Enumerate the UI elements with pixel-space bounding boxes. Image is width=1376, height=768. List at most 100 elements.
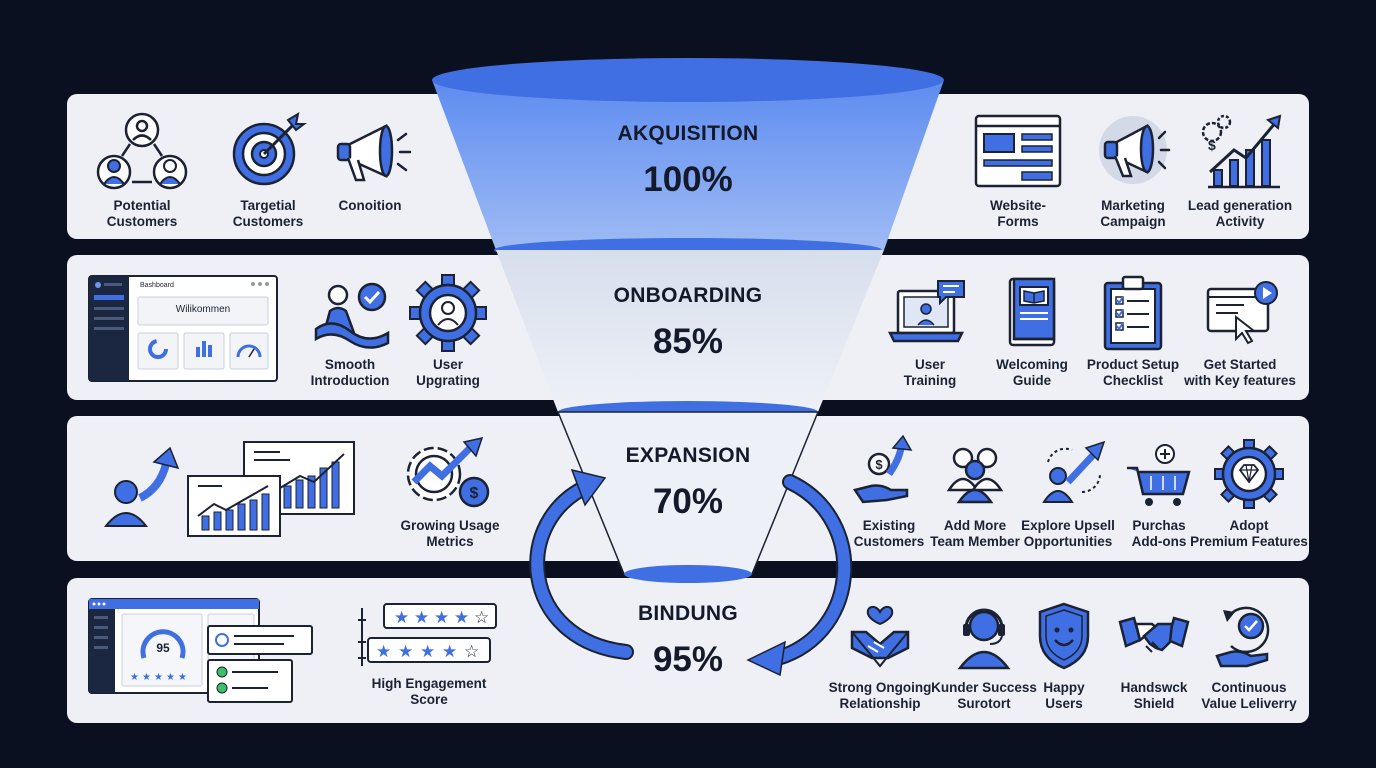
dashboard-title: Bashboard: [140, 282, 174, 289]
label-line: Targetial: [240, 198, 296, 213]
label-line: Activity: [1215, 214, 1265, 229]
item-explore-upsell: Explore Upsell Opportunities: [1008, 434, 1128, 550]
label-line: Lead generation: [1187, 198, 1293, 213]
label-line: Handswck: [1120, 680, 1188, 695]
stage-percent-expansion: 70%: [652, 482, 724, 521]
label-line: Explore Upsell: [1021, 518, 1115, 533]
growth-charts-illustration: [103, 441, 355, 537]
dashboard-welcome: Wilikommen: [176, 304, 230, 315]
label-line: Campaign: [1100, 214, 1166, 229]
label-line: Kunder Success: [931, 680, 1037, 695]
svg-text:★: ★: [394, 608, 409, 628]
person-check-icon: [314, 282, 390, 349]
svg-text:★: ★: [442, 642, 457, 662]
svg-text:★: ★: [154, 672, 163, 683]
laptop-training-icon: [887, 280, 965, 343]
item-strong-ongoing-relationship: Strong Ongoing Relationship: [820, 596, 940, 712]
diamond-gear-icon: [1214, 439, 1284, 509]
label-line: Metrics: [426, 534, 474, 549]
stage-title-acquisition: AKQUISITION: [617, 122, 759, 145]
label-line: Add More: [943, 518, 1007, 533]
svg-text:★: ★: [178, 672, 187, 683]
label-line: Happy: [1043, 680, 1085, 695]
label-line: Adopt: [1229, 518, 1269, 533]
hand-money-icon: $: [852, 434, 913, 504]
label-line: Welcoming: [996, 357, 1068, 372]
item-product-setup-checklist: Product Setup Checklist: [1073, 273, 1193, 389]
label-line: with Key features: [1184, 373, 1296, 388]
item-lead-generation: $ Lead generation Activity: [1180, 110, 1300, 230]
value-check-icon: [1215, 606, 1270, 668]
user-gear-icon: [409, 274, 487, 352]
gear-growth-icon: $: [406, 436, 490, 508]
item-kunder-success-surotort: Kunder Success Surotort: [924, 596, 1044, 712]
label-line: Checklist: [1102, 373, 1164, 388]
label-line: Potential: [113, 198, 171, 213]
label-line: Introduction: [310, 373, 390, 388]
rating-cards-icon: ★★★★☆ ★★★★☆: [358, 603, 497, 666]
dashboard-mockup: Bashboard Wilikommen: [88, 275, 278, 382]
stage-percent-retention: 95%: [652, 640, 724, 679]
label-line: User: [432, 357, 464, 372]
label-line: Relationship: [839, 696, 921, 711]
svg-text:★: ★: [398, 642, 413, 662]
label-line: Forms: [997, 214, 1039, 229]
label-line: Team Member: [930, 534, 1020, 549]
svg-text:★: ★: [142, 672, 151, 683]
label-line: Smooth: [324, 357, 376, 372]
label-line: Premium Features: [1190, 534, 1308, 549]
heart-handshake-icon: [850, 606, 910, 668]
click-video-icon: [1206, 281, 1278, 345]
item-conoition: Conoition: [310, 110, 430, 214]
item-welcoming-guide: Welcoming Guide: [972, 273, 1092, 389]
label-line: Training: [903, 373, 957, 388]
item-get-started: Get Started with Key features: [1180, 273, 1300, 389]
label-line: Upgrating: [416, 373, 480, 388]
megaphone-icon: [1099, 116, 1171, 184]
label-line: User: [914, 357, 946, 372]
svg-text:☆: ☆: [474, 608, 489, 628]
label-line: Surotort: [957, 696, 1011, 711]
growth-chart-icon: $: [1201, 114, 1282, 189]
label-line: Customers: [106, 214, 178, 229]
item-user-training: User Training: [870, 273, 990, 389]
upsell-icon: [1042, 440, 1106, 503]
label-line: Website-: [989, 198, 1046, 213]
handshake-icon: [1118, 616, 1190, 653]
svg-text:★: ★: [454, 608, 469, 628]
svg-text:★: ★: [130, 672, 139, 683]
label-line: Product Setup: [1086, 357, 1180, 372]
clipboard-checklist-icon: [1103, 275, 1163, 351]
label-line: Shield: [1133, 696, 1175, 711]
team-icon: [946, 447, 1004, 504]
engagement-score: 95: [156, 641, 170, 655]
item-add-more-team-member: Add More Team Member: [915, 434, 1035, 550]
item-smooth-introduction: Smooth Introduction: [290, 273, 410, 389]
item-handswck-shield: Handswck Shield: [1094, 596, 1214, 712]
label-line: Customers: [232, 214, 304, 229]
item-growing-usage-metrics: $ Growing Usage Metrics: [390, 434, 510, 550]
stage-title-onboarding: ONBOARDING: [613, 284, 763, 307]
svg-text:★: ★: [414, 608, 429, 628]
item-website-forms: Website- Forms: [958, 110, 1078, 230]
label-line: Continuous: [1211, 680, 1287, 695]
label-line: High Engagement: [371, 676, 487, 691]
label-line: Purchas: [1132, 518, 1186, 533]
svg-text:★: ★: [434, 608, 449, 628]
label-line: Marketing: [1101, 198, 1165, 213]
label-line: Growing Usage: [400, 518, 500, 533]
item-continuous-value-delivery: Continuous Value Leliverry: [1189, 596, 1309, 712]
engagement-dashboard-mockup: 95 ★★★★★: [88, 598, 313, 703]
svg-text:★: ★: [166, 672, 175, 683]
stage-title-retention: BINDUNG: [637, 602, 739, 625]
people-network-icon: [96, 112, 188, 190]
label-line: Score: [410, 692, 448, 707]
svg-text:$: $: [1208, 137, 1216, 153]
stage-percent-acquisition: 100%: [643, 160, 733, 199]
item-adopt-premium-features: Adopt Premium Features: [1189, 434, 1309, 550]
svg-text:☆: ☆: [464, 642, 479, 662]
label-line: Get Started: [1203, 357, 1277, 372]
label-line: Value Leliverry: [1201, 696, 1297, 711]
svg-text:$: $: [875, 457, 883, 472]
